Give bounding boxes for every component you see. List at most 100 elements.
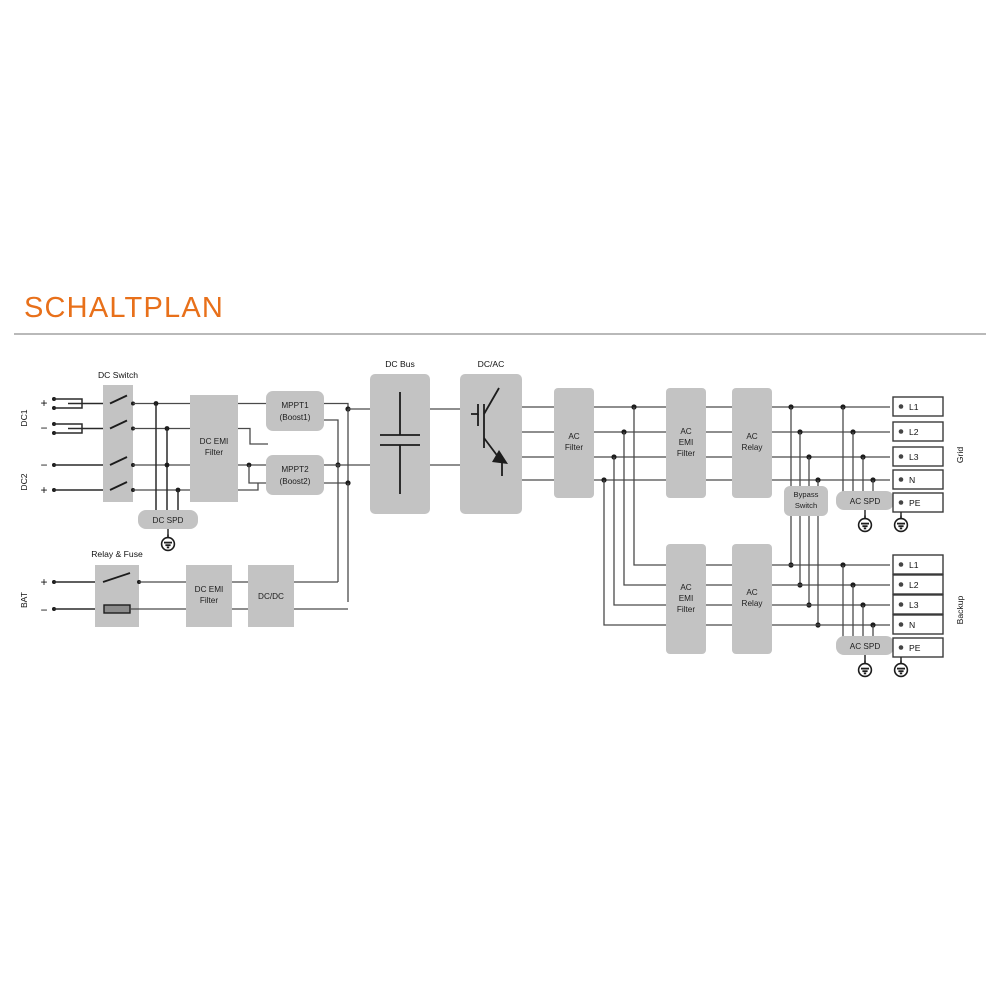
- block-ac-spd-backup-label: AC SPD: [850, 642, 881, 651]
- backup-side-label: Backup: [955, 595, 965, 624]
- dcemi-to-dcdc-wires: [232, 581, 250, 610]
- backup-terminal-pe-label: PE: [909, 643, 921, 653]
- block-mppt2-label-2: (Boost2): [280, 477, 311, 486]
- svg-text:BAT: BAT: [19, 591, 29, 608]
- block-bypass-switch-label-1: Bypass: [794, 490, 819, 499]
- acfilter-split-wires: [594, 404, 668, 626]
- svg-text:−: −: [40, 421, 47, 435]
- grid-rails: [772, 404, 890, 492]
- grid-terminal-l2[interactable]: L2: [892, 421, 944, 442]
- block-dc-emi-filter-bat-label-1: DC EMI: [195, 585, 224, 594]
- block-dc-ac: DC/AC: [460, 359, 522, 514]
- dcac-to-acfilter-wires: [522, 406, 556, 481]
- block-ac-spd-grid-label: AC SPD: [850, 497, 881, 506]
- block-ac-spd-backup: AC SPD: [836, 636, 894, 678]
- grid-terminal-n[interactable]: N: [892, 469, 944, 490]
- block-dc-spd-label: DC SPD: [153, 516, 184, 525]
- dc1-input-group: + − DC1: [19, 396, 105, 435]
- block-ac-relay-bottom-label-1: AC: [746, 588, 757, 597]
- block-dc-ac-label: DC/AC: [478, 359, 505, 369]
- svg-text:DC2: DC2: [19, 473, 29, 490]
- dc2-input-group: − + DC2: [19, 458, 105, 497]
- igbt-icon: [471, 387, 508, 476]
- block-dc-spd: DC SPD: [138, 510, 198, 552]
- backup-terminal-l1-label: L1: [909, 560, 919, 570]
- circuit-diagram: + − DC1 − + DC2 DC Switch: [19, 359, 965, 678]
- block-dc-emi-filter-label-2: Filter: [205, 448, 223, 457]
- svg-text:−: −: [40, 603, 47, 617]
- block-dc-switch: DC Switch: [98, 370, 138, 502]
- grid-terminal-l2-label: L2: [909, 427, 919, 437]
- block-bypass-switch-label-2: Switch: [795, 501, 817, 510]
- block-mppt1: MPPT1 (Boost1): [266, 391, 324, 431]
- backup-terminal-pe[interactable]: PE: [892, 637, 944, 658]
- block-ac-relay-top-label-2: Relay: [742, 443, 764, 452]
- block-mppt1-label-1: MPPT1: [281, 401, 309, 410]
- grid-terminal-l1[interactable]: L1: [892, 396, 944, 417]
- block-dc-dc: DC/DC: [248, 565, 294, 627]
- block-dc-dc-label: DC/DC: [258, 592, 284, 601]
- dc-switch-to-emi-wires: [133, 401, 192, 512]
- block-bypass-switch: Bypass Switch: [784, 486, 828, 628]
- block-ac-emi-filter-bottom-label-2: EMI: [679, 594, 694, 603]
- block-dc-bus-label: DC Bus: [385, 359, 415, 369]
- block-ac-filter-label-2: Filter: [565, 443, 583, 452]
- mppt-to-dcbus-wires: [324, 402, 372, 602]
- grid-terminal-n-label: N: [909, 475, 915, 485]
- backup-terminal-l2[interactable]: L2: [892, 574, 944, 595]
- acemi-to-acrelay-bottom-wires: [706, 564, 734, 626]
- block-mppt2-label-1: MPPT2: [281, 465, 309, 474]
- block-ac-filter-label-1: AC: [568, 432, 579, 441]
- grid-terminal-pe[interactable]: PE: [892, 492, 944, 513]
- block-dc-bus: DC Bus: [370, 359, 430, 514]
- block-ac-emi-filter-top-label-2: EMI: [679, 438, 694, 447]
- block-relay-fuse-label: Relay & Fuse: [91, 549, 143, 559]
- bat-input-group: + − BAT: [19, 575, 97, 617]
- emi-to-mppt-wires: [238, 402, 268, 491]
- svg-text:+: +: [40, 396, 47, 410]
- block-dc-emi-filter-label-1: DC EMI: [200, 437, 229, 446]
- svg-text:+: +: [40, 575, 47, 589]
- backup-terminal-l3[interactable]: L3: [892, 594, 944, 615]
- block-mppt2: MPPT2 (Boost2): [266, 455, 324, 495]
- block-dc-emi-filter-bat-label-2: Filter: [200, 596, 218, 605]
- page-title: SCHALTPLAN: [24, 292, 225, 324]
- grid-terminals: L1 L2 L3 N PE: [892, 396, 965, 533]
- backup-rails: [772, 562, 890, 637]
- block-dc-emi-filter-bat: DC EMI Filter: [186, 565, 232, 627]
- backup-terminal-l1[interactable]: L1: [892, 554, 944, 575]
- svg-text:+: +: [40, 483, 47, 497]
- block-ac-relay-top: AC Relay: [732, 388, 772, 498]
- block-ac-spd-grid: AC SPD: [836, 491, 894, 533]
- grid-terminal-l3[interactable]: L3: [892, 446, 944, 467]
- backup-terminal-n-label: N: [909, 620, 915, 630]
- block-ac-emi-filter-bottom-label-3: Filter: [677, 605, 695, 614]
- svg-text:DC1: DC1: [19, 409, 29, 426]
- title-divider: [14, 333, 986, 335]
- block-ac-relay-bottom: AC Relay: [732, 544, 772, 654]
- block-relay-fuse: Relay & Fuse: [91, 549, 143, 627]
- acemi-to-acrelay-top-wires: [706, 406, 734, 481]
- grid-side-label: Grid: [955, 447, 965, 463]
- grid-terminal-l3-label: L3: [909, 452, 919, 462]
- block-ac-emi-filter-top-label-1: AC: [680, 427, 691, 436]
- block-ac-emi-filter-bottom: AC EMI Filter: [666, 544, 706, 654]
- block-dc-switch-label: DC Switch: [98, 370, 138, 380]
- block-mppt1-label-2: (Boost1): [280, 413, 311, 422]
- backup-terminal-l3-label: L3: [909, 600, 919, 610]
- relayfuse-to-dcemi-wires: [130, 581, 188, 610]
- dcdc-to-dcbus-wires: [294, 581, 348, 610]
- svg-text:−: −: [40, 458, 47, 472]
- backup-terminal-l2-label: L2: [909, 580, 919, 590]
- grid-terminal-l1-label: L1: [909, 402, 919, 412]
- grid-terminal-pe-label: PE: [909, 498, 921, 508]
- backup-terminal-n[interactable]: N: [892, 614, 944, 635]
- block-ac-emi-filter-top-label-3: Filter: [677, 449, 695, 458]
- backup-terminals: L1 L2 L3 N PE: [892, 554, 965, 678]
- block-dc-emi-filter: DC EMI Filter: [190, 395, 238, 502]
- block-ac-relay-bottom-label-2: Relay: [742, 599, 764, 608]
- block-ac-relay-top-label-1: AC: [746, 432, 757, 441]
- capacitor-icon: [380, 392, 420, 494]
- block-ac-filter: AC Filter: [554, 388, 594, 498]
